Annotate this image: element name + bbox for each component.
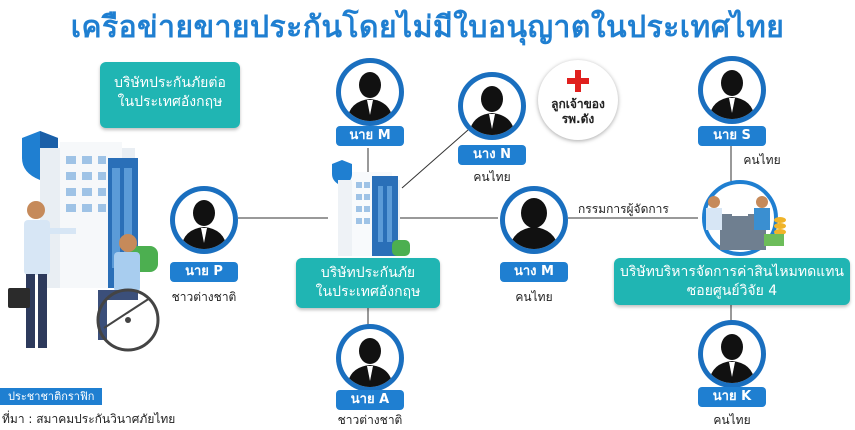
- man-silhouette-icon: [181, 200, 227, 249]
- man-silhouette-icon: [469, 86, 515, 135]
- badge-line-2: รพ.ดัง: [561, 112, 595, 126]
- ms-n-avatar: [458, 72, 526, 140]
- mr-s-caption: คนไทย: [743, 153, 781, 167]
- uk-reinsurer-box: บริษัทประกันภัยต่อ ในประเทศอังกฤษ: [100, 62, 240, 128]
- man-silhouette-icon: [347, 72, 393, 121]
- ms-n-tag: นาง N: [458, 145, 526, 165]
- badge-line-1: ลูกเจ้าของ: [551, 97, 605, 111]
- woman-silhouette-icon: [509, 198, 559, 249]
- insurance-office-illustration: [8, 131, 160, 352]
- mr-a-tag: นาย A: [336, 390, 404, 410]
- hospital-owner-badge: ลูกเจ้าของ รพ.ดัง: [538, 60, 618, 140]
- mr-p-avatar: [170, 186, 238, 254]
- insurer-building-icon: [332, 160, 410, 256]
- mr-k-caption: คนไทย: [713, 413, 751, 427]
- page-title: เครือข่ายขายประกันโดยไม่มีใบอนุญาตในประเ…: [70, 10, 785, 45]
- man-silhouette-icon: [709, 70, 755, 119]
- uk-insurer-box: บริษัทประกันภัย ในประเทศอังกฤษ: [296, 258, 440, 308]
- thai-company-line-1: บริษัทบริหารจัดการค่าสินไหมทดแทน: [619, 264, 844, 280]
- graphic-credit: ประชาชาติกราฟิก: [0, 388, 103, 405]
- mrs-m-tag: นาง M: [500, 262, 568, 282]
- thai-company-line-2: ซอยศูนย์วิจัย 4: [686, 283, 778, 299]
- uk-insurer-line-2: ในประเทศอังกฤษ: [315, 284, 421, 300]
- thai-company-box: บริษัทบริหารจัดการค่าสินไหมทดแทน ซอยศูนย…: [614, 258, 850, 305]
- mr-m-avatar: [336, 58, 404, 126]
- meeting-illustration: [702, 180, 786, 256]
- ms-n-caption: คนไทย: [473, 170, 511, 184]
- director-edge-label: กรรมการผู้จัดการ: [578, 202, 669, 216]
- uk-insurer-line-1: บริษัทประกันภัย: [320, 265, 416, 281]
- mrs-m-avatar: [500, 186, 568, 254]
- mr-p-caption: ชาวต่างชาติ: [171, 290, 237, 304]
- mr-k-avatar: [698, 320, 766, 388]
- mr-m-tag: นาย M: [336, 126, 404, 146]
- man-silhouette-icon: [709, 334, 755, 383]
- uk-reinsurer-line-2: ในประเทศอังกฤษ: [117, 94, 223, 110]
- mr-s-avatar: [698, 56, 766, 124]
- mr-k-tag: นาย K: [698, 387, 766, 407]
- uk-reinsurer-line-1: บริษัทประกันภัยต่อ: [114, 75, 226, 91]
- mr-p-tag: นาย P: [170, 262, 238, 282]
- source-note: ที่มา : สมาคมประกันวินาศภัยไทย: [2, 412, 176, 426]
- medical-cross-icon: [567, 70, 589, 92]
- mr-s-tag: นาย S: [698, 126, 766, 146]
- mr-a-avatar: [336, 324, 404, 392]
- mrs-m-caption: คนไทย: [515, 290, 553, 304]
- mr-a-caption: ชาวต่างชาติ: [337, 413, 403, 427]
- man-silhouette-icon: [347, 338, 393, 387]
